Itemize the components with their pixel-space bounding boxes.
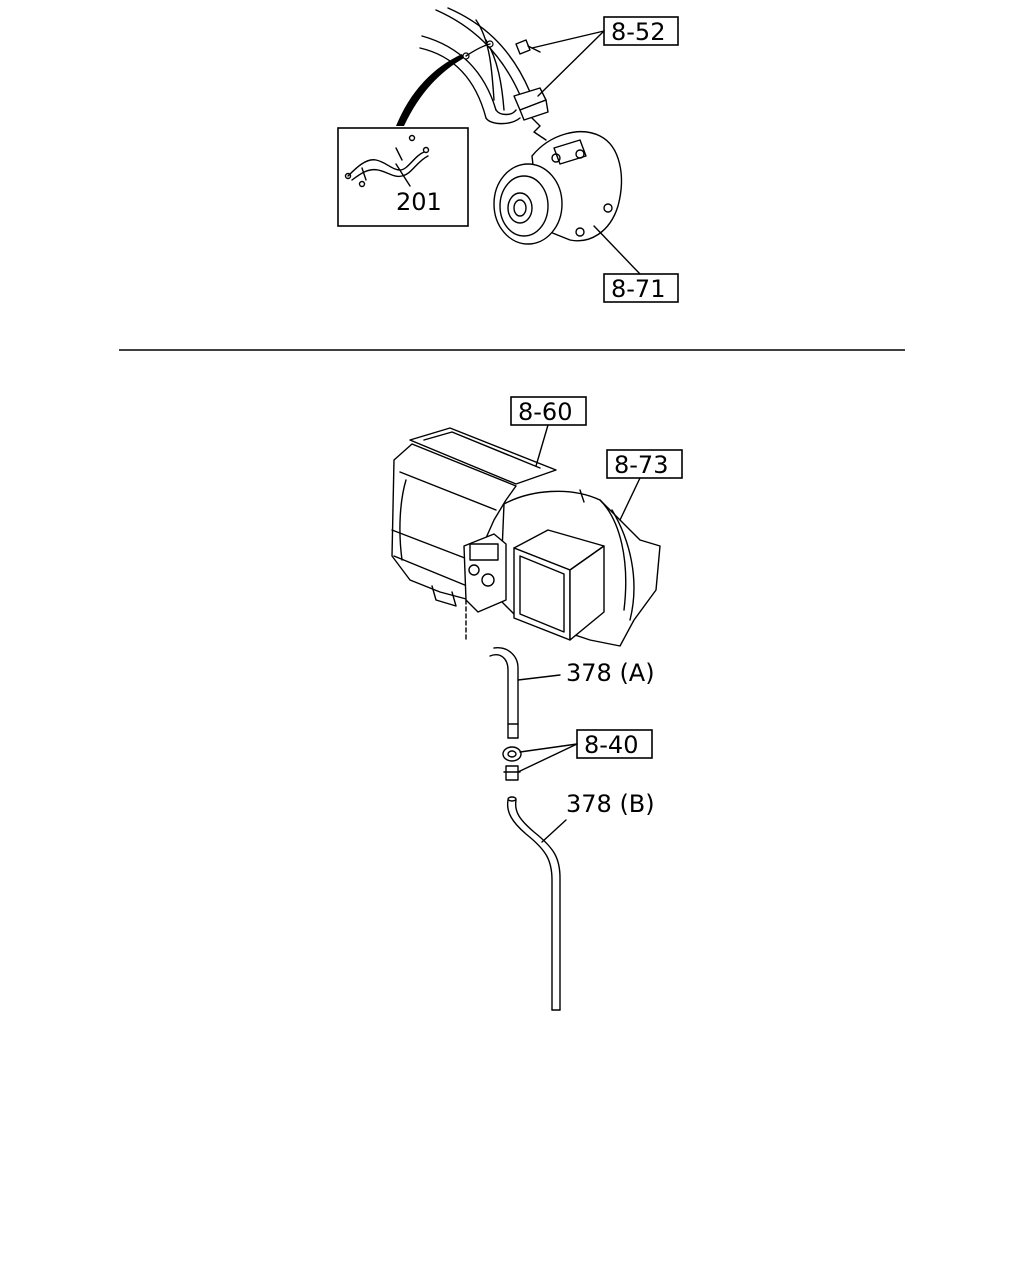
part-201-label: 201 <box>396 188 442 216</box>
callout-8-73: 8-73 <box>606 449 683 521</box>
callout-8-40-text: 8-40 <box>584 731 638 759</box>
callout-8-52: 8-52 <box>531 16 679 97</box>
part-378a-label: 378 (A) <box>566 659 655 687</box>
callout-8-71: 8-71 <box>593 225 679 303</box>
callout-8-73-text: 8-73 <box>614 451 668 479</box>
drain-hose-a: 378 (A) <box>489 647 655 739</box>
callout-8-52-text: 8-52 <box>611 18 665 46</box>
connector-8-40: 8-40 <box>502 729 653 781</box>
callout-8-60: 8-60 <box>510 396 587 467</box>
drain-hose-b: 378 (B) <box>506 790 655 1011</box>
inset-201: 201 <box>337 127 469 227</box>
callout-8-60-text: 8-60 <box>518 398 572 426</box>
compressor-assembly <box>396 7 623 245</box>
part-378b-label: 378 (B) <box>566 790 655 818</box>
callout-8-71-text: 8-71 <box>611 275 665 303</box>
heater-unit <box>391 427 661 647</box>
